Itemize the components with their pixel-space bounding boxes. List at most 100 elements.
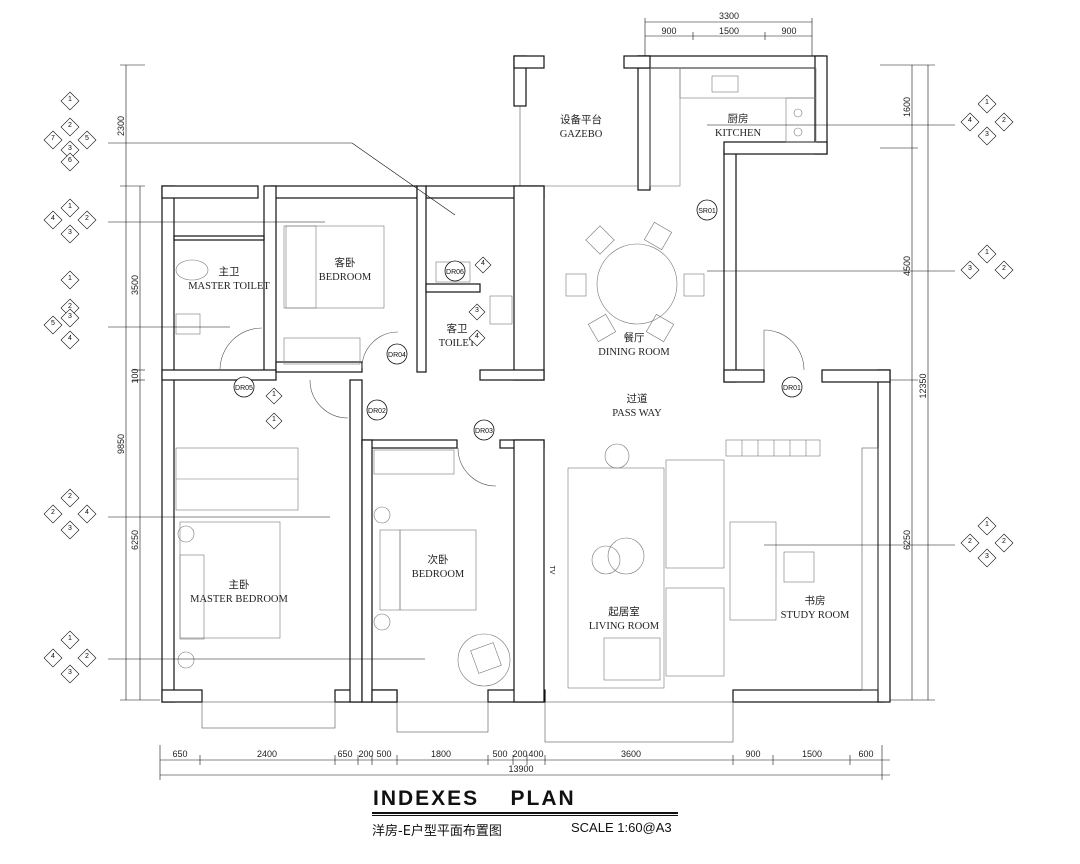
dim-left-seg: 6250 [130,530,140,550]
dim-bottom-seg: 3600 [621,749,641,759]
svg-text:3: 3 [68,313,72,320]
door-tag: SR01 [696,199,718,221]
dim-bottom-seg: 650 [337,749,352,759]
room-label-cn: 次卧 [428,553,449,566]
room-label-cn: 客卧 [335,256,356,269]
index-symbol-inner-1: 1 1 [265,387,283,430]
svg-text:7: 7 [51,135,55,142]
furniture [175,67,821,689]
bottom-dimension-line: 650 2400 650 200 500 1800 500 200 400 36… [159,745,890,780]
svg-text:2: 2 [51,509,55,516]
svg-text:3: 3 [68,525,72,532]
svg-text:DR02: DR02 [368,408,386,415]
svg-text:2: 2 [1002,538,1006,545]
svg-text:2: 2 [968,538,972,545]
svg-text:6: 6 [68,157,72,164]
room-label-en: TOILET [439,338,476,349]
dim-right-seg: 4500 [902,256,912,276]
svg-text:3: 3 [968,265,972,272]
svg-text:4: 4 [475,333,479,340]
svg-text:1: 1 [272,391,276,398]
door-tag: DR04 [386,343,408,365]
room-label-cn: 起居室 [608,605,640,618]
dim-left-seg: 2300 [116,116,126,136]
room-label-cn: 主卧 [229,578,250,591]
svg-text:4: 4 [51,215,55,222]
dim-bottom-seg: 600 [858,749,873,759]
room-labels: 主卫 MASTER TOILET 客卧 BEDROOM 客卫 TOILET 设备… [188,112,850,632]
svg-text:1: 1 [985,249,989,256]
svg-text:DR04: DR04 [388,352,406,359]
svg-text:4: 4 [51,653,55,660]
room-label-en: STUDY ROOM [781,610,850,621]
svg-text:4: 4 [85,509,89,516]
dim-bottom-seg: 900 [745,749,760,759]
room-label-en: PASS WAY [612,408,662,419]
svg-text:2: 2 [68,493,72,500]
dim-left-seg: 3500 [130,275,140,295]
room-label-cn: 主卫 [219,266,240,278]
index-symbol-left-1: 1 2 7 5 3 6 [43,91,97,172]
svg-text:DR03: DR03 [475,428,493,435]
dim-bottom-seg: 500 [492,749,507,759]
svg-text:1: 1 [985,99,989,106]
dim-top-seg: 1500 [719,26,739,36]
right-dimension-line: 1600 4500 12350 6250 [880,64,935,701]
title-underline [372,812,678,814]
svg-text:DR05: DR05 [235,385,253,392]
door-tag: DR05 [233,376,255,398]
svg-text:1: 1 [68,635,72,642]
svg-text:2: 2 [85,215,89,222]
door-tag: DR06 [444,260,466,282]
left-dimension-line: 2300 3500 100 9850 6250 [116,64,160,701]
room-label-en: BEDROOM [412,569,465,580]
dim-bottom-seg: 500 [376,749,391,759]
index-symbol-inner-3: 4 [474,256,492,274]
dim-bottom-seg: 1500 [802,749,822,759]
top-dimension-line: 3300 900 1500 900 [644,11,813,58]
svg-text:2: 2 [85,653,89,660]
index-symbol-right-2: 1 3 2 [960,244,1014,280]
svg-text:DR01: DR01 [783,385,801,392]
room-label-cn: 设备平台 [560,113,602,126]
room-label-en: BEDROOM [319,272,372,283]
plan-title: INDEXES PLAN [373,787,576,810]
svg-text:5: 5 [85,135,89,142]
svg-text:3: 3 [68,669,72,676]
dim-bottom-seg: 400 [528,749,543,759]
dim-right-seg: 1600 [902,97,912,117]
dim-right-seg: 6250 [902,530,912,550]
door-swings [219,327,805,487]
dining-table [596,243,678,325]
room-label-en: KITCHEN [715,128,761,139]
svg-text:1: 1 [272,416,276,423]
svg-text:5: 5 [51,320,55,327]
dim-top-seg: 900 [661,26,676,36]
index-symbol-left-4: 2 2 4 3 [43,488,97,540]
svg-text:3: 3 [475,307,479,314]
svg-text:4: 4 [481,260,485,267]
dim-bottom-total: 13900 [508,764,533,774]
svg-text:3: 3 [985,131,989,138]
index-symbol-right-3: 1 2 2 3 [960,516,1014,568]
title-underline [372,815,678,816]
plan-subtitle: 洋房-E户型平面布置图 [372,824,502,839]
room-label-en: GAZEBO [560,129,603,140]
svg-text:3: 3 [985,553,989,560]
svg-text:1: 1 [68,203,72,210]
room-label-cn: 过道 [627,392,648,405]
door-tags: DR01 DR02 DR03 DR04 DR05 DR06 SR01 [233,199,803,441]
svg-text:2: 2 [68,122,72,129]
index-symbol-left-3: 1 2 5 4 3 [43,270,80,350]
dim-right-total: 12350 [918,373,928,398]
svg-text:2: 2 [1002,265,1006,272]
dim-bottom-seg: 1800 [431,749,451,759]
room-label-en: DINING ROOM [598,347,670,358]
index-symbol-left-5: 1 4 2 3 [43,630,97,684]
room-label-en: MASTER BEDROOM [190,594,288,605]
plan-scale: SCALE 1:60@A3 [571,820,672,835]
room-label-cn: 厨房 [728,112,749,125]
index-symbol-inner-2: 3 4 [468,303,486,347]
room-label-en: LIVING ROOM [589,621,660,632]
svg-text:4: 4 [968,117,972,124]
